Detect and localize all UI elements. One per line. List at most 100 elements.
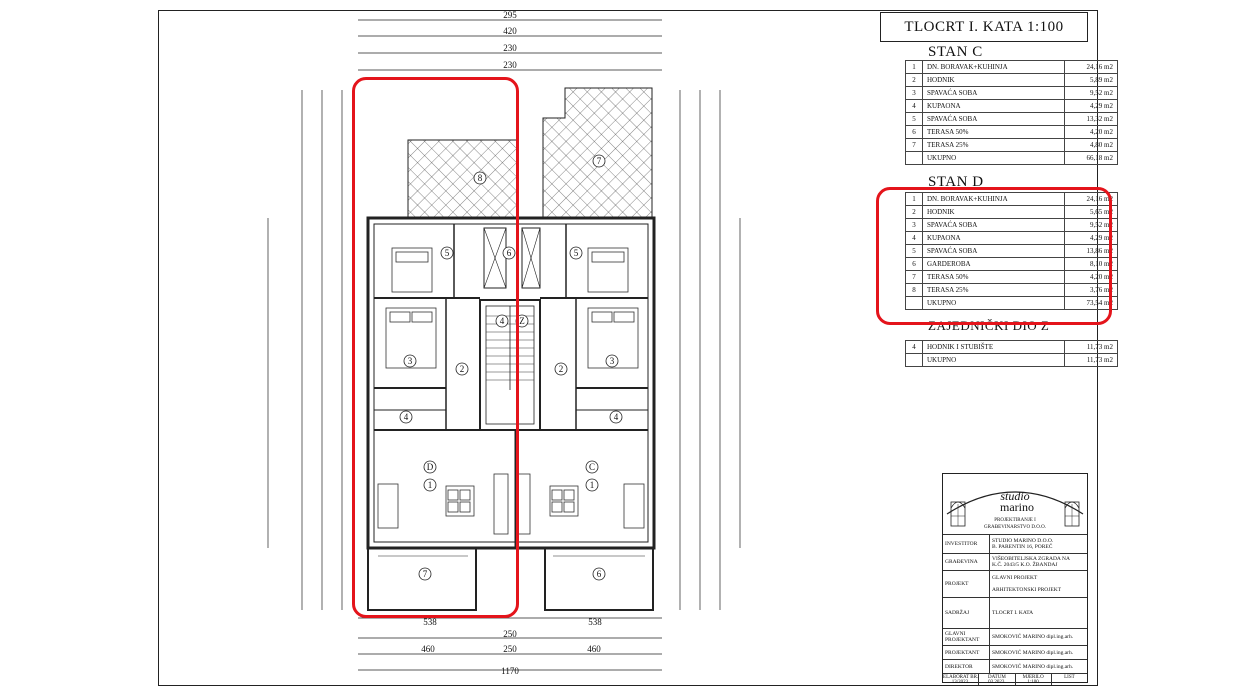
room-label: 1 <box>590 480 595 490</box>
cell-n: 4 <box>905 340 923 354</box>
stamp-value: SMOKOVIĆ MARINO dipl.ing.arh. <box>992 634 1074 640</box>
room-label: D <box>427 462 434 472</box>
foot-value: 03.2023. <box>988 680 1006 685</box>
dim-bottom-2: 250 <box>503 629 517 639</box>
logo-sub2: GRAĐEVINARSTVO D.O.O. <box>984 525 1046 530</box>
stamp-row-sadrzaj: SADRŽAJ TLOCRT I. KATA <box>943 598 1087 629</box>
cell-n: 6 <box>905 125 923 139</box>
cell-area: 66,18 m2 <box>1064 151 1118 165</box>
cell-area: 4,20 m2 <box>1064 125 1118 139</box>
cell-name: DN. BORAVAK+KUHINJA <box>922 60 1065 74</box>
stamp-label: INVESTITOR <box>943 535 990 553</box>
stamp-label: PROJEKTANT <box>943 646 990 659</box>
room-labels: 8 7 5 6 5 4 Z 3 2 2 3 4 4 D C 1 1 7 6 <box>399 154 623 581</box>
stan-d-title: STAN D <box>928 174 984 190</box>
staircase <box>486 315 534 381</box>
cell-area: 11,73 m2 <box>1064 340 1118 354</box>
room-label: 4 <box>404 412 409 422</box>
room-label: 2 <box>460 364 465 374</box>
stamp-row-investitor: INVESTITOR STUDIO MARINO D.O.O.B. PARENT… <box>943 535 1087 554</box>
room-label: 5 <box>574 248 579 258</box>
dim-bottom-7: 460 <box>587 644 601 654</box>
highlight-box-plan <box>352 77 519 618</box>
cell-n <box>905 353 923 367</box>
cell-name: HODNIK <box>922 73 1065 87</box>
dim-bottom-6: 460 <box>421 644 435 654</box>
logo-text-line2: marino <box>1000 500 1034 514</box>
cell-name: HODNIK I STUBIŠTE <box>922 340 1065 354</box>
room-label: Z <box>519 316 525 326</box>
cell-area: 4,80 m2 <box>1064 138 1118 152</box>
room-label: 2 <box>559 364 564 374</box>
cell-area: 5,89 m2 <box>1064 73 1118 87</box>
stamp-row-direktor: DIREKTOR SMOKOVIĆ MARINO dipl.ing.arh. <box>943 660 1087 674</box>
stamp-value: B. PARENTIN 16, POREČ <box>992 544 1053 550</box>
room-label: 8 <box>478 173 483 183</box>
cell-n <box>905 151 923 165</box>
stamp-value: VIŠEOBITELJSKA ZGRADA NA <box>992 556 1070 562</box>
cell-n: 3 <box>905 86 923 100</box>
dim-bottom-3: 250 <box>503 644 517 654</box>
foot-value: 13/2023. <box>951 680 970 685</box>
furniture-beds <box>385 247 639 369</box>
cell-area: 9,52 m2 <box>1064 86 1118 100</box>
cell-n: 2 <box>905 73 923 87</box>
cell-area: 13,32 m2 <box>1064 112 1118 126</box>
stamp-row-glavni: GLAVNI PROJEKTANT SMOKOVIĆ MARINO dipl.i… <box>943 629 1087 646</box>
stamp-label: SADRŽAJ <box>943 598 990 628</box>
room-label: 6 <box>507 248 512 258</box>
drawing-title: TLOCRT I. KATA 1:100 <box>880 12 1088 42</box>
cell-name: UKUPNO <box>922 151 1065 165</box>
cell-n: 7 <box>905 138 923 152</box>
logo-arches-graphic: studio marino PROJEKTIRANJE I GRAĐEVINAR… <box>946 489 1084 530</box>
room-label: 7 <box>597 156 602 166</box>
studio-logo: studio marino PROJEKTIRANJE I GRAĐEVINAR… <box>943 474 1087 535</box>
title-block: studio marino PROJEKTIRANJE I GRAĐEVINAR… <box>942 473 1088 685</box>
building-walls <box>366 216 656 611</box>
furniture-living <box>377 473 645 535</box>
dim-top-4: 230 <box>503 60 517 70</box>
cell-name: TERASA 25% <box>922 138 1065 152</box>
room-label: 3 <box>408 356 413 366</box>
stamp-row-projektant: PROJEKTANT SMOKOVIĆ MARINO dipl.ing.arh. <box>943 646 1087 660</box>
stamp-value: SMOKOVIĆ MARINO dipl.ing.arh. <box>992 649 1074 656</box>
foot-value: 1:100 <box>1027 680 1039 685</box>
cell-name: KUPAONA <box>922 99 1065 113</box>
dim-top-2: 420 <box>503 26 517 36</box>
foot-label: MJERILO <box>1022 675 1044 680</box>
room-label: 3 <box>610 356 615 366</box>
dim-top-1: 295 <box>503 10 517 20</box>
stamp-value: TLOCRT I. KATA <box>992 610 1034 616</box>
stamp-label: PROJEKT <box>943 571 990 597</box>
stamp-label: GLAVNI PROJEKTANT <box>943 629 990 645</box>
cell-n: 1 <box>905 60 923 74</box>
stamp-label: GRAĐEVINA <box>943 554 990 570</box>
stan-c-title: STAN C <box>928 44 983 60</box>
stamp-value: ARHITEKTONSKI PROJEKT <box>992 587 1062 593</box>
dimension-texts: 295 420 230 230 538 250 250 1170 538 460… <box>421 10 602 676</box>
cell-name: UKUPNO <box>922 353 1065 367</box>
dim-bottom-5: 538 <box>588 617 602 627</box>
logo-text-line1: studio <box>1000 489 1029 503</box>
room-label: 7 <box>423 569 428 579</box>
cell-name: SPAVAĆA SOBA <box>922 112 1065 126</box>
stamp-value: SMOKOVIĆ MARINO dipl.ing.arh. <box>992 663 1074 670</box>
